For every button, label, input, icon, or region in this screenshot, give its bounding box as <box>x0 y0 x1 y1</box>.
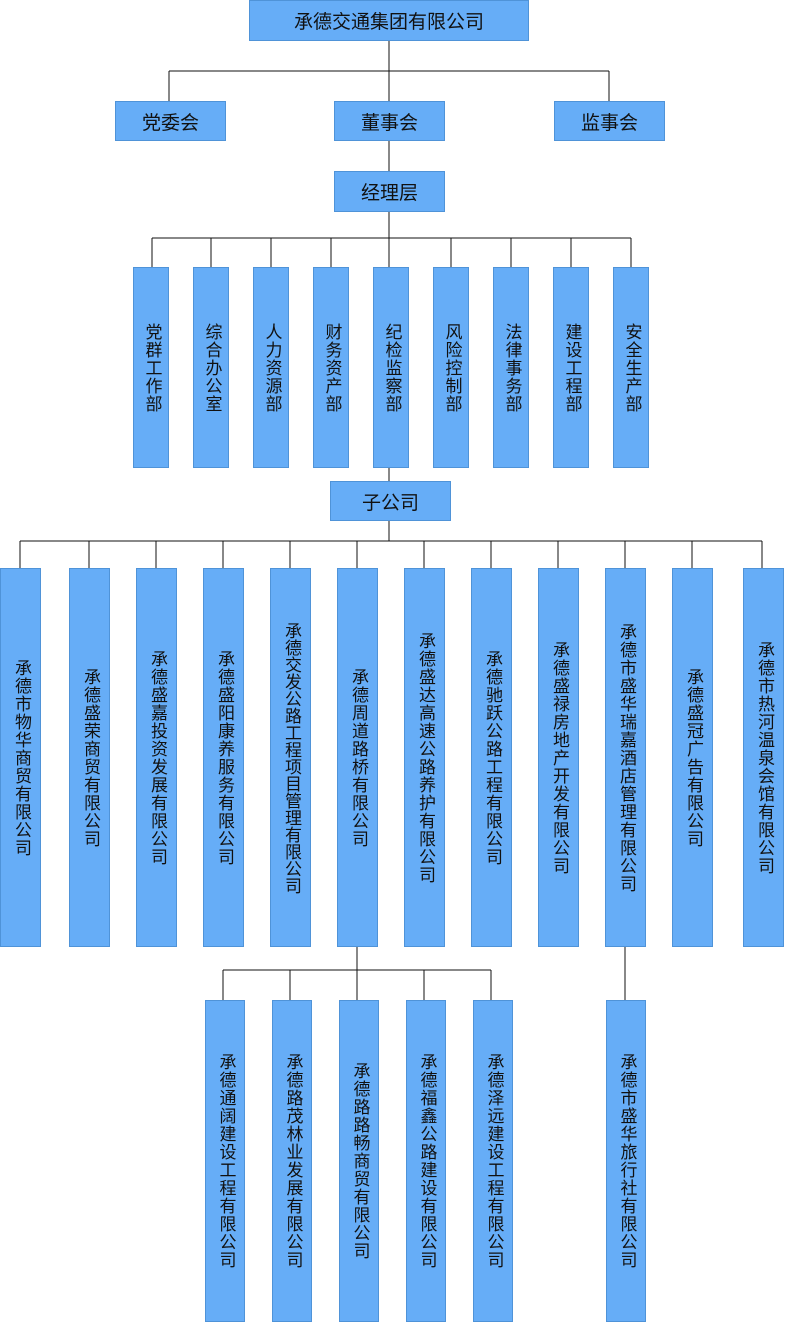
sub-subsidiary-label: 承德通阔建设工程有限公司 <box>215 1053 236 1269</box>
sub-subsidiary-box: 承德路茂林业发展有限公司 <box>272 1000 312 1322</box>
subsidiary-box: 承德盛达高速公路养护有限公司 <box>404 568 445 947</box>
department-label: 法律事务部 <box>501 322 522 413</box>
subsidiary-label: 承德盛嘉投资发展有限公司 <box>147 649 167 866</box>
supervisory-board: 监事会 <box>554 101 665 141</box>
subsidiary-box: 承德市热河温泉会馆有限公司 <box>743 568 784 947</box>
sub-subsidiary-box: 承德市盛华旅行社有限公司 <box>606 1000 646 1322</box>
department-box: 纪检监察部 <box>373 267 409 468</box>
department-label: 风险控制部 <box>441 322 462 413</box>
subsidiaries-header: 子公司 <box>330 481 451 521</box>
subsidiary-label: 承德盛阳康养服务有限公司 <box>214 649 234 866</box>
board-of-directors: 董事会 <box>334 101 445 141</box>
sub-subsidiary-box: 承德福鑫公路建设有限公司 <box>406 1000 446 1322</box>
subsidiary-label: 承德盛达高速公路养护有限公司 <box>415 631 435 884</box>
sub-subsidiary-label: 承德路路畅商贸有限公司 <box>349 1062 370 1260</box>
root-company: 承德交通集团有限公司 <box>249 0 529 41</box>
sub-subsidiary-box: 承德泽远建设工程有限公司 <box>473 1000 513 1322</box>
subsidiary-label: 承德交发公路工程项目管理有限公司 <box>281 621 301 894</box>
management-layer: 经理层 <box>334 171 445 212</box>
department-box: 法律事务部 <box>493 267 529 468</box>
sub-subsidiary-label: 承德市盛华旅行社有限公司 <box>616 1053 637 1269</box>
department-box: 风险控制部 <box>433 267 469 468</box>
subsidiary-box: 承德市盛华瑞嘉酒店管理有限公司 <box>605 568 646 947</box>
subsidiary-box: 承德盛荣商贸有限公司 <box>69 568 110 947</box>
sub-subsidiary-label: 承德路茂林业发展有限公司 <box>282 1053 303 1269</box>
subsidiary-label: 承德市盛华瑞嘉酒店管理有限公司 <box>616 622 636 893</box>
department-label: 综合办公室 <box>201 322 222 413</box>
subsidiary-box: 承德盛嘉投资发展有限公司 <box>136 568 177 947</box>
party-committee: 党委会 <box>115 101 226 141</box>
subsidiary-box: 承德市物华商贸有限公司 <box>0 568 41 947</box>
subsidiary-box: 承德交发公路工程项目管理有限公司 <box>270 568 311 947</box>
department-box: 党群工作部 <box>133 267 169 468</box>
department-box: 安全生产部 <box>613 267 649 468</box>
board-of-directors-label: 董事会 <box>360 111 418 134</box>
subsidiary-label: 承德盛禄房地产开发有限公司 <box>549 640 569 875</box>
subsidiary-box: 承德盛禄房地产开发有限公司 <box>538 568 579 947</box>
supervisory-board-label: 监事会 <box>580 111 638 134</box>
subsidiary-label: 承德周道路桥有限公司 <box>348 667 368 848</box>
subsidiary-label: 承德盛冠广告有限公司 <box>683 667 703 848</box>
department-label: 党群工作部 <box>141 322 162 413</box>
subsidiary-box: 承德周道路桥有限公司 <box>337 568 378 947</box>
subsidiary-box: 承德驰跃公路工程有限公司 <box>471 568 512 947</box>
department-box: 财务资产部 <box>313 267 349 468</box>
sub-subsidiary-box: 承德通阔建设工程有限公司 <box>205 1000 245 1322</box>
root-company-label: 承德交通集团有限公司 <box>293 11 484 33</box>
subsidiary-label: 承德市物华商贸有限公司 <box>11 658 31 857</box>
subsidiary-label: 承德盛荣商贸有限公司 <box>80 667 100 848</box>
department-label: 建设工程部 <box>561 322 582 413</box>
subsidiary-box: 承德盛阳康养服务有限公司 <box>203 568 244 947</box>
subsidiary-label: 承德市热河温泉会馆有限公司 <box>754 640 774 875</box>
management-layer-label: 经理层 <box>360 182 418 204</box>
sub-subsidiary-box: 承德路路畅商贸有限公司 <box>339 1000 379 1322</box>
party-committee-label: 党委会 <box>141 111 199 134</box>
department-box: 人力资源部 <box>253 267 289 468</box>
department-label: 纪检监察部 <box>381 322 402 413</box>
department-label: 财务资产部 <box>321 322 342 413</box>
department-label: 人力资源部 <box>261 322 282 413</box>
department-label: 安全生产部 <box>621 322 642 413</box>
subsidiary-label: 承德驰跃公路工程有限公司 <box>482 649 502 866</box>
department-box: 建设工程部 <box>553 267 589 468</box>
subsidiaries-header-label: 子公司 <box>361 491 419 514</box>
sub-subsidiary-label: 承德福鑫公路建设有限公司 <box>416 1053 437 1269</box>
subsidiary-box: 承德盛冠广告有限公司 <box>672 568 713 947</box>
department-box: 综合办公室 <box>193 267 229 468</box>
sub-subsidiary-label: 承德泽远建设工程有限公司 <box>483 1053 504 1269</box>
